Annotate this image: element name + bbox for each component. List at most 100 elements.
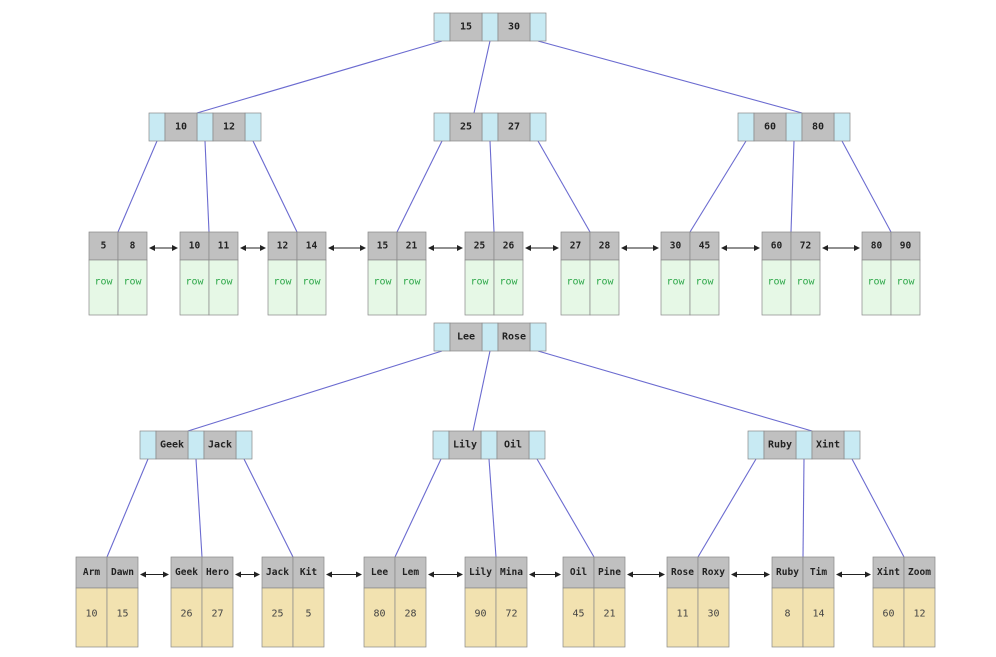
tree-edge [473, 40, 491, 114]
leaf-key-label: 27 [570, 241, 581, 252]
child-pointer [433, 112, 451, 142]
leaf-link-arrow [721, 245, 760, 251]
child-pointer [529, 112, 547, 142]
key-label: 10 [175, 122, 187, 133]
leaf-key-label: 8 [130, 241, 136, 252]
key-cell [497, 12, 531, 42]
leaf-key-cell [562, 556, 595, 589]
leaf-value-cell [170, 587, 203, 648]
key-cell [801, 112, 835, 142]
tree-edge [396, 140, 443, 233]
tree-edge [106, 458, 149, 558]
leaf-key-cell [493, 231, 524, 261]
key-label: Xint [816, 439, 840, 451]
leaf-link-arrow [235, 571, 260, 578]
leaf-key-cell [872, 556, 905, 589]
leaf-value-cell [697, 587, 730, 648]
key-cell [164, 112, 198, 142]
leaf-key-label: Dawn [111, 567, 134, 578]
leaf-key-cell [292, 556, 325, 589]
leaf-link-arrow [428, 571, 463, 578]
leaf-value-label: 8 [784, 609, 790, 620]
child-pointer [148, 112, 166, 142]
leaf-value-label: row [767, 277, 786, 288]
tree-edge [537, 350, 813, 432]
leaf-key-cell [394, 556, 427, 589]
leaf-value-cell [589, 259, 620, 316]
leaf-value-label: row [566, 277, 585, 288]
key-cell [449, 112, 483, 142]
leaf-value-cell [790, 259, 821, 316]
leaf-value-label: row [595, 277, 614, 288]
leaf-key-label: Lee [371, 567, 388, 578]
leaf-link-arrow [140, 571, 169, 578]
leaf-value-cell [495, 587, 528, 648]
leaf-key-label: Lily [469, 567, 492, 578]
key-label: Oil [504, 439, 522, 451]
key-label: 30 [508, 22, 520, 33]
leaf-key-label: 90 [900, 241, 912, 252]
leaf-key-label: 5 [101, 241, 107, 252]
key-label: 12 [223, 122, 235, 133]
leaf-key-cell [464, 231, 495, 261]
tree-edge [802, 458, 805, 558]
leaf-key-label: Mina [500, 567, 523, 578]
leaf-value-label: row [796, 277, 815, 288]
key-cell [497, 112, 531, 142]
leaf-key-cell [106, 556, 139, 589]
leaf-value-cell [689, 259, 720, 316]
tree-edge [488, 458, 497, 558]
leaf-value-cell [201, 587, 234, 648]
leaf-value-label: 14 [812, 609, 824, 620]
leaf-key-label: 14 [306, 241, 318, 252]
leaf-value-label: row [402, 277, 421, 288]
leaf-value-cell [396, 259, 427, 316]
leaf-value-cell [394, 587, 427, 648]
leaf-value-label: 28 [404, 609, 416, 620]
leaf-value-cell [367, 259, 398, 316]
tree-edge [204, 140, 210, 233]
leaf-value-label: 30 [707, 609, 719, 620]
leaf-key-label: Ruby [776, 567, 799, 578]
leaf-value-label: 10 [85, 609, 97, 620]
child-pointer [235, 430, 253, 460]
key-label: Jack [208, 440, 232, 451]
leaf-link-arrow [731, 571, 770, 578]
child-pointer [785, 112, 803, 142]
leaf-value-cell [363, 587, 396, 648]
key-cell [497, 322, 531, 352]
leaf-value-label: row [695, 277, 714, 288]
key-label: 25 [460, 122, 472, 133]
leaf-key-cell [367, 231, 398, 261]
leaf-key-label: Oil [570, 567, 587, 578]
leaf-key-label: 60 [771, 241, 783, 252]
key-cell [155, 430, 189, 460]
leaf-value-cell [903, 587, 936, 648]
leaf-value-cell [761, 259, 792, 316]
tree-edge [537, 40, 803, 114]
child-pointer [833, 112, 851, 142]
leaf-value-label: row [214, 277, 233, 288]
leaf-key-label: Kit [300, 567, 317, 578]
leaf-link-arrow [529, 571, 561, 578]
child-pointer [433, 322, 451, 352]
child-pointer [433, 12, 451, 42]
leaf-value-cell [593, 587, 626, 648]
key-label: 80 [812, 122, 824, 133]
leaf-value-cell [117, 259, 148, 316]
leaf-value-label: 15 [116, 609, 128, 620]
leaf-value-label: 60 [882, 609, 894, 620]
leaf-key-label: 26 [503, 241, 515, 252]
leaf-value-label: 27 [211, 609, 223, 620]
leaf-key-label: Jack [266, 567, 289, 578]
